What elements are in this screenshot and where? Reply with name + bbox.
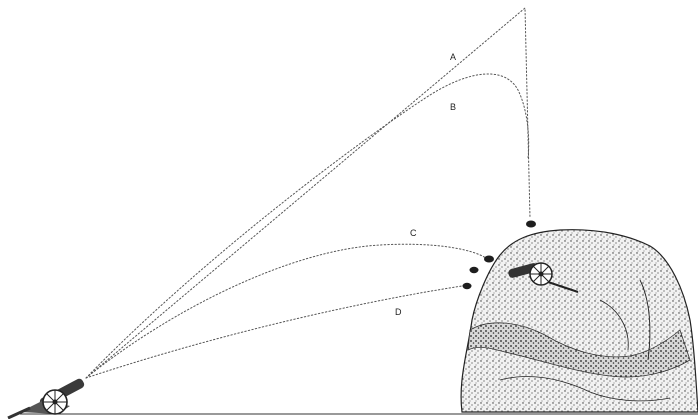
trajectory-b bbox=[86, 74, 529, 378]
firing-cannon-icon bbox=[8, 377, 86, 418]
trajectory-d bbox=[86, 286, 462, 378]
cannonball-icon bbox=[463, 283, 472, 289]
trajectory-a bbox=[86, 8, 530, 378]
label-a: A bbox=[450, 52, 456, 62]
label-b: B bbox=[450, 102, 456, 112]
label-c: C bbox=[410, 228, 417, 238]
cannonball-icon bbox=[484, 256, 494, 263]
cannonball-icon bbox=[470, 267, 479, 273]
cannonball-icon bbox=[526, 221, 536, 228]
label-d: D bbox=[395, 307, 402, 317]
trajectory-c bbox=[86, 244, 486, 378]
hill-icon bbox=[461, 230, 698, 412]
